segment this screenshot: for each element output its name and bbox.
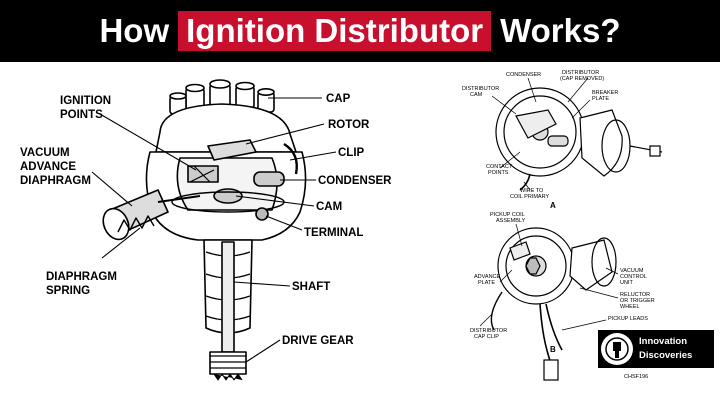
label-clip: CLIP xyxy=(338,147,365,159)
label-b-vacuum-2: CONTROL xyxy=(620,274,647,280)
diagram-canvas: IGNITION POINTS VACUUM ADVANCE DIAPHRAGM… xyxy=(20,70,663,381)
label-ignition-points-2: POINTS xyxy=(60,109,103,121)
label-a-distributor-cap-2: (CAP REMOVED) xyxy=(560,76,604,82)
label-cam: CAM xyxy=(316,201,342,213)
label-b-vacuum-3: UNIT xyxy=(620,280,633,286)
title-suffix: Works? xyxy=(500,12,621,49)
label-a-distributor-cam-1: DISTRIBUTOR xyxy=(462,86,499,92)
cap-towers xyxy=(169,79,275,115)
label-b-cap-clip-2: CAP CLIP xyxy=(474,334,499,340)
side-a-leaders xyxy=(491,77,591,191)
label-vacuum-2: ADVANCE xyxy=(20,161,76,173)
label-diaphragm-spring-2: SPRING xyxy=(46,285,90,297)
label-drive-gear: DRIVE GEAR xyxy=(282,335,354,347)
main-labels: IGNITION POINTS VACUUM ADVANCE DIAPHRAGM… xyxy=(20,93,392,347)
label-a-contact-2: POINTS xyxy=(488,170,509,176)
label-b-pickup-leads: PICKUP LEADS xyxy=(608,316,648,322)
side-a-labels: CONDENSER DISTRIBUTOR (CAP REMOVED) DIST… xyxy=(462,70,618,210)
terminal xyxy=(255,207,269,221)
label-shaft: SHAFT xyxy=(292,281,330,293)
label-a-contact-1: CONTACT xyxy=(486,164,513,170)
diaphragm-spring xyxy=(117,215,155,233)
label-b-advance-2: PLATE xyxy=(478,280,495,286)
label-a-letter: A xyxy=(550,201,556,210)
label-b-advance-1: ADVANCE xyxy=(474,274,501,280)
label-vacuum-3: DIAPHRAGM xyxy=(20,175,91,187)
label-ignition-points-1: IGNITION xyxy=(60,95,111,107)
label-condenser: CONDENSER xyxy=(318,175,392,187)
title-bar: How Ignition Distributor Works? xyxy=(0,0,720,62)
page-title: How Ignition Distributor Works? xyxy=(99,11,621,51)
logo-line-1: Innovation xyxy=(639,336,688,347)
drive-gear xyxy=(209,351,247,381)
label-b-reluctor-1: RELUCTOR xyxy=(620,292,650,298)
label-diaphragm-spring-1: DIAPHRAGM xyxy=(46,271,117,283)
side-diagram-b xyxy=(490,227,617,381)
side-diagram-a xyxy=(495,87,663,191)
label-a-condenser: CONDENSER xyxy=(506,72,541,78)
side-b-leaders xyxy=(479,223,619,331)
main-distributor-illustration xyxy=(102,79,307,381)
clip xyxy=(283,142,298,175)
logo: Innovation Discoveries xyxy=(598,330,714,368)
label-b-reluctor-2: OR TRIGGER xyxy=(620,298,655,304)
distributor-emblem-icon xyxy=(601,333,633,365)
label-b-cap-clip-1: DISTRIBUTOR xyxy=(470,328,507,334)
label-b-reluctor-3: WHEEL xyxy=(620,304,640,310)
label-terminal: TERMINAL xyxy=(304,227,363,239)
logo-line-2: Discoveries xyxy=(639,350,693,361)
label-a-wire-2: COIL PRIMARY xyxy=(510,194,549,200)
label-a-distributor-cap-1: DISTRIBUTOR xyxy=(562,70,599,76)
label-vacuum-1: VACUUM xyxy=(20,147,70,159)
shaft xyxy=(221,241,235,353)
label-cap: CAP xyxy=(326,93,351,105)
label-b-letter: B xyxy=(550,345,556,354)
rotor xyxy=(207,139,257,161)
label-a-wire-1: WIRE TO xyxy=(520,188,544,194)
label-b-pickup-coil-2: ASSEMBLY xyxy=(496,218,526,224)
label-a-breaker-2: PLATE xyxy=(592,96,609,102)
label-b-vacuum-1: VACUUM xyxy=(620,268,644,274)
label-b-pickup-coil-1: PICKUP COIL xyxy=(490,212,525,218)
main-leader-lines xyxy=(91,97,337,363)
label-rotor: ROTOR xyxy=(328,119,370,131)
label-a-distributor-cam-2: CAM xyxy=(470,92,483,98)
logo-text: Innovation Discoveries xyxy=(639,335,692,363)
condenser xyxy=(253,171,285,187)
title-highlight: Ignition Distributor xyxy=(178,11,492,51)
title-prefix: How xyxy=(99,12,170,49)
label-a-breaker-1: BREAKER xyxy=(592,90,618,96)
label-b-figure-code: CHSF196 xyxy=(624,374,648,380)
side-b-labels: PICKUP COIL ASSEMBLY ADVANCE PLATE VACUU… xyxy=(470,212,655,380)
